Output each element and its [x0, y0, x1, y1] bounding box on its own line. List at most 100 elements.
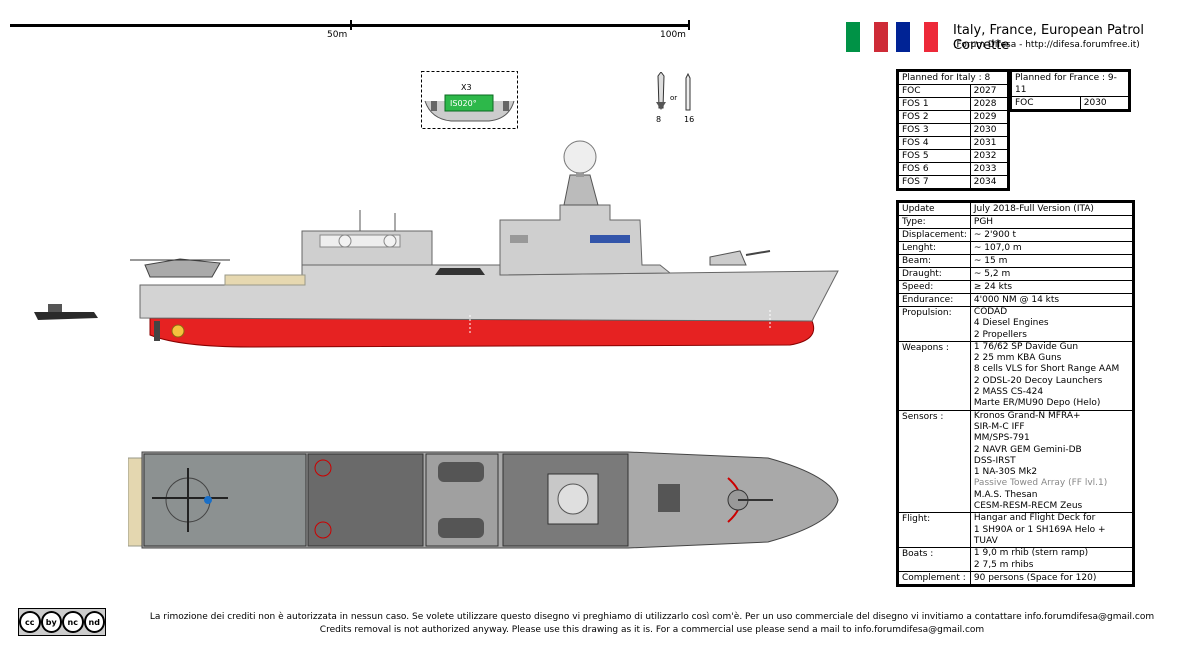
italy-row-ship: FOS 5	[898, 149, 971, 163]
cc-icon: cc	[19, 611, 41, 633]
weapons-line: 8 cells VLS for Short Range AAM	[973, 364, 1120, 375]
scale-mark-50: 50m	[327, 30, 348, 40]
sensors-line: 1 NA-30S Mk2	[973, 467, 1038, 478]
spec-key-weapons: Weapons :	[898, 340, 971, 411]
missile-or: or	[670, 94, 678, 102]
spec-key-update: Update	[898, 202, 971, 216]
spec-val-sensors: Kronos Grand-N MFRA+ SIR-M-C IFF MM/SPS-…	[969, 409, 1133, 514]
sensors-line: DSS-IRST	[973, 455, 1016, 466]
italy-row-ship: FOS 4	[898, 136, 971, 150]
scale-bar-graphic	[10, 20, 690, 30]
sensors-line: 2 NAVR GEM Gemini-DB	[973, 444, 1082, 455]
italy-row-year: 2033	[969, 162, 1009, 176]
page-title: Italy, France, European Patrol Corvette	[953, 23, 1144, 53]
missile-options: or 8 16	[652, 71, 697, 126]
scale-mark-100: 100m	[660, 30, 686, 40]
sensors-line: SIR-M-C IFF	[973, 421, 1025, 432]
spec-key-draught: Draught:	[898, 267, 971, 281]
cc-nd-icon: nd	[83, 611, 105, 633]
flags	[846, 22, 942, 56]
inset-label-box: IS020°	[450, 99, 477, 108]
italy-row-ship: FOS 1	[898, 97, 971, 111]
spec-key-beam: Beam:	[898, 254, 971, 268]
france-row-ship: FOC	[1011, 96, 1081, 110]
spec-val-draught: ~ 5,2 m	[969, 267, 1133, 281]
spec-val-flight: Hangar and Flight Deck for 1 SH90A or 1 …	[969, 512, 1133, 549]
spec-key-type: Type:	[898, 215, 971, 229]
italy-row-year: 2031	[969, 136, 1009, 150]
sensors-line: CESM-RESM-RECM Zeus	[973, 501, 1083, 512]
boats-line: 2 7,5 m rhibs	[973, 559, 1034, 570]
spec-key-endurance: Endurance:	[898, 293, 971, 307]
propulsion-line: 2 Propellers	[973, 329, 1027, 340]
missile-icons	[656, 71, 691, 111]
missile-count-8: 8	[656, 115, 662, 124]
italy-row-year: 2028	[969, 97, 1009, 111]
spec-val-update: July 2018-Full Version (ITA)	[969, 202, 1133, 216]
italy-row-year: 2030	[969, 123, 1009, 137]
flags-italy-france	[846, 22, 938, 52]
italy-row-ship: FOS 6	[898, 162, 971, 176]
spec-key-complement: Complement :	[898, 570, 971, 585]
italy-row-ship: FOC	[898, 84, 971, 98]
boats-line: 1 9,0 m rhib (stern ramp)	[973, 548, 1089, 559]
page-subtitle: (Forum Difesa - http://difesa.forumfree.…	[953, 40, 1140, 50]
ship-side-profile	[130, 140, 839, 348]
spec-val-type: PGH	[969, 215, 1133, 229]
sensors-line-planned: Passive Towed Array (FF lvl.1)	[973, 478, 1108, 489]
ship-side-view	[30, 135, 840, 355]
cc-by-icon: by	[40, 611, 62, 633]
italy-row-year: 2032	[969, 149, 1009, 163]
weapons-line: Marte ER/MU90 Depo (Helo)	[973, 398, 1101, 409]
cc-license-badge: cc by nc nd	[18, 608, 106, 636]
spec-key-speed: Speed:	[898, 280, 971, 294]
inset-detail: X3 IS020°	[421, 71, 518, 129]
stern-rhib	[30, 300, 102, 328]
spec-val-displacement: ~ 2'900 t	[969, 228, 1133, 242]
ship-top-view	[127, 448, 840, 552]
spec-val-length: ~ 107,0 m	[969, 241, 1133, 255]
italy-row-ship: FOS 2	[898, 110, 971, 124]
spec-val-boats: 1 9,0 m rhib (stern ramp) 2 7,5 m rhibs	[969, 547, 1133, 572]
propulsion-line: 4 Diesel Engines	[973, 318, 1049, 329]
spec-key-boats: Boats :	[898, 547, 971, 572]
france-row-year: 2030	[1079, 96, 1130, 110]
spec-val-propulsion: CODAD 4 Diesel Engines 2 Propellers	[969, 306, 1133, 342]
france-plan-header: Planned for France : 9-11	[1011, 71, 1129, 97]
missile-count-16: 16	[684, 115, 695, 124]
propulsion-line: CODAD	[973, 307, 1008, 317]
spec-val-complement: 90 persons (Space for 120)	[969, 570, 1133, 585]
spec-key-displacement: Displacement:	[898, 228, 971, 242]
italy-row-year: 2027	[969, 84, 1009, 98]
spec-val-beam: ~ 15 m	[969, 254, 1133, 268]
ship-deck-plan	[127, 451, 839, 549]
italy-row-year: 2029	[969, 110, 1009, 124]
italy-row-year: 2034	[969, 175, 1009, 189]
weapons-line: 2 25 mm KBA Guns	[973, 353, 1062, 364]
spec-val-speed: ≥ 24 kts	[969, 280, 1133, 294]
italy-plan-header: Planned for Italy : 8	[898, 71, 1008, 85]
footer-line-english: Credits removal is not authorized anyway…	[319, 625, 985, 635]
flight-line: Hangar and Flight Deck for	[973, 513, 1096, 524]
sensors-line: MM/SPS-791	[973, 433, 1030, 444]
italy-row-ship: FOS 7	[898, 175, 971, 189]
sensors-line: Kronos Grand-N MFRA+	[973, 410, 1081, 421]
spec-key-length: Lenght:	[898, 241, 971, 255]
spec-val-weapons: 1 76/62 SP Davide Gun 2 25 mm KBA Guns 8…	[969, 340, 1133, 411]
sensors-line: M.A.S. Thesan	[973, 489, 1038, 500]
italy-row-ship: FOS 3	[898, 123, 971, 137]
spec-key-sensors: Sensors :	[898, 409, 971, 514]
spec-key-flight: Flight:	[898, 512, 971, 549]
rhib-graphic	[34, 304, 98, 320]
weapons-line: 1 76/62 SP Davide Gun	[973, 341, 1079, 352]
inset-label-x3: X3	[461, 83, 472, 92]
spec-val-endurance: 4'000 NM @ 14 kts	[969, 293, 1133, 307]
flight-line: 1 SH90A or 1 SH169A Helo + TUAV	[973, 524, 1106, 546]
footer-line-italian: La rimozione dei crediti non è autorizza…	[149, 612, 1155, 622]
footer-credits: La rimozione dei crediti non è autorizza…	[112, 611, 1192, 637]
